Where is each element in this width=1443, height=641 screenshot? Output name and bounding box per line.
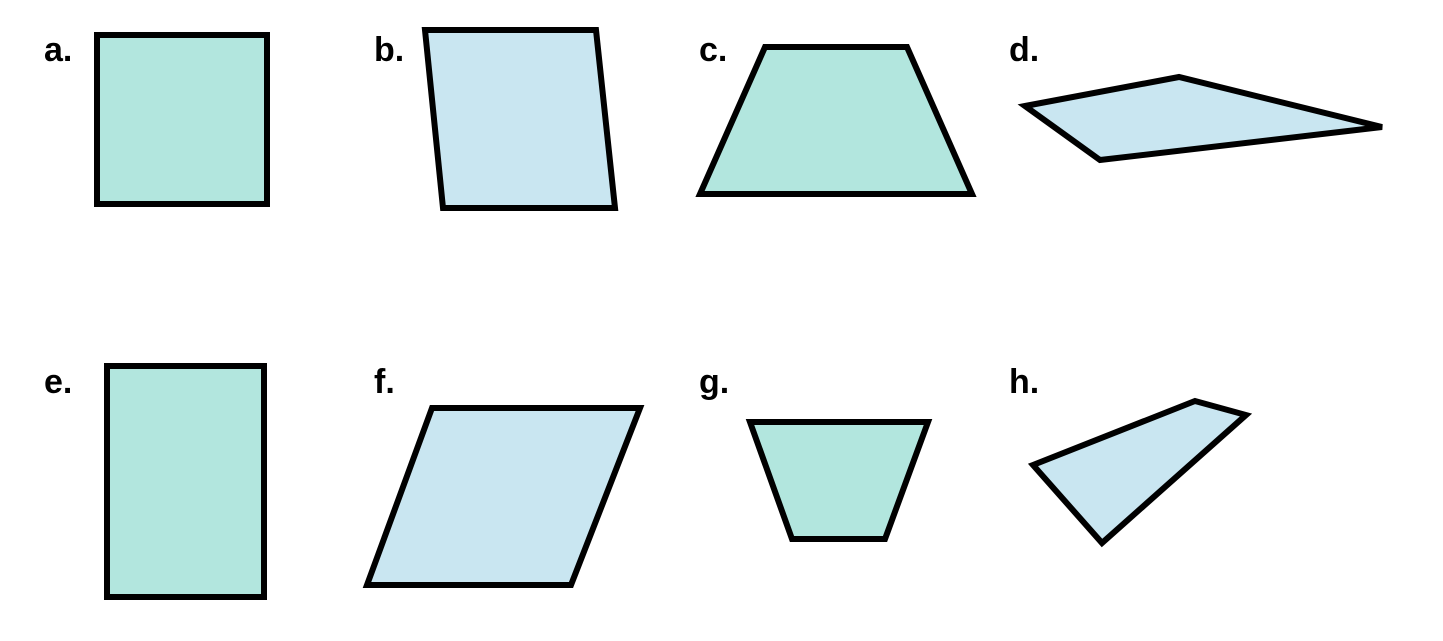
shape-f-parallelogram [362, 405, 645, 588]
shape-h-quadrilateral [1027, 397, 1253, 548]
label-c: c. [699, 31, 727, 69]
label-h: h. [1009, 363, 1039, 401]
shape-b-rhombus [421, 27, 619, 211]
shape-d-kite [1017, 73, 1383, 164]
label-d: d. [1009, 31, 1039, 69]
shape-c-trapezoid [695, 44, 977, 197]
label-b: b. [374, 31, 404, 69]
shape-g-trapezoid [745, 419, 933, 542]
label-a: a. [44, 31, 72, 69]
label-g: g. [699, 363, 729, 401]
label-e: e. [44, 363, 72, 401]
label-f: f. [374, 363, 395, 401]
shape-a-square [94, 32, 270, 207]
shape-e-rectangle [104, 363, 267, 600]
